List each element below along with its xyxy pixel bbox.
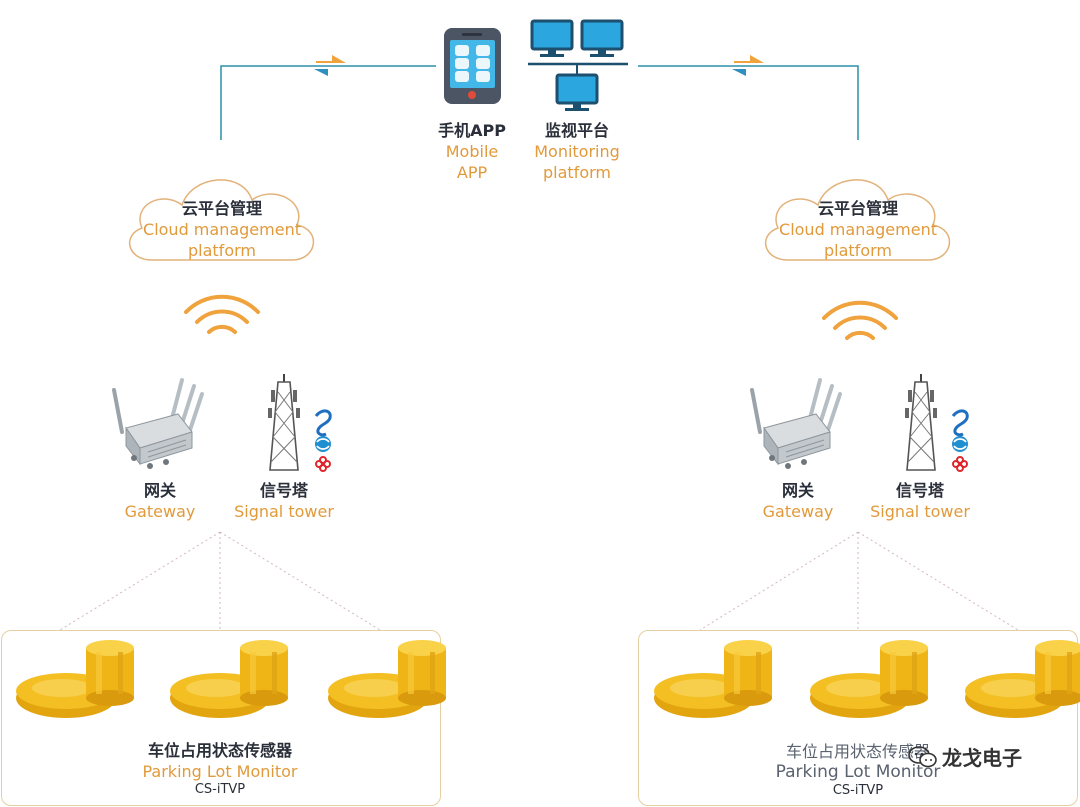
left-sensor-label: 车位占用状态传感器 Parking Lot Monitor CS-iTVP (110, 741, 330, 798)
right-sensor-3-icon (965, 640, 1080, 718)
left-gateway-cn: 网关 (143, 481, 176, 500)
left-cloud-label: 云平台管理 Cloud management platform (132, 199, 312, 261)
right-sensor-cn: 车位占用状态传感器 (785, 742, 930, 761)
left-sensor-model: CS-iTVP (194, 782, 246, 797)
monitoring-network-icon (528, 19, 628, 113)
mobile-phone-icon (444, 28, 501, 104)
right-cloud-cn: 云平台管理 (817, 199, 898, 218)
monitoring-cn: 监视平台 (544, 121, 609, 140)
left-gateway-en: Gateway (124, 502, 196, 521)
right-sensor-1-icon (654, 640, 772, 718)
mobile-app-en-1: Mobile (445, 142, 499, 161)
left-gateway-label: 网关 Gateway (110, 481, 210, 522)
right-sensor-label: 车位占用状态传感器 Parking Lot Monitor CS-iTVP (748, 741, 968, 799)
right-sensor-2-icon (810, 640, 928, 718)
right-cloud-en-2: platform (824, 241, 892, 260)
left-sensor-en: Parking Lot Monitor (142, 762, 298, 781)
right-tower-en: Signal tower (870, 502, 970, 521)
right-cloud-label: 云平台管理 Cloud management platform (768, 199, 948, 261)
left-cloud-en-2: platform (188, 241, 256, 260)
right-cloud-en-1: Cloud management (779, 220, 937, 239)
left-tower-cn: 信号塔 (259, 481, 308, 500)
left-sensor-1-icon (16, 640, 134, 718)
right-sensor-en: Parking Lot Monitor (775, 762, 941, 782)
monitoring-en-1: Monitoring (534, 142, 620, 161)
right-gateway-en: Gateway (762, 502, 834, 521)
right-sync-arrow-icon (732, 55, 764, 76)
left-sensor-2-icon (170, 640, 288, 718)
mobile-app-en-2: APP (456, 163, 488, 182)
left-sensor-3-icon (328, 640, 446, 718)
right-sensor-panel (638, 630, 1078, 806)
right-gateway-label: 网关 Gateway (748, 481, 848, 522)
mobile-app-cn: 手机APP (438, 121, 506, 140)
right-gateway-cn: 网关 (781, 481, 814, 500)
watermark-text: 龙戈电子 (942, 746, 1022, 770)
left-sync-arrow-icon (314, 55, 346, 76)
right-tower-label: 信号塔 Signal tower (862, 481, 978, 522)
watermark: 龙戈电子 (908, 742, 1022, 771)
wechat-logo-icon (908, 745, 937, 767)
monitoring-platform-label: 监视平台 Monitoring platform (522, 121, 632, 183)
left-tower-en: Signal tower (234, 502, 334, 521)
left-cloud-cn: 云平台管理 (181, 199, 262, 218)
monitoring-en-2: platform (543, 163, 611, 182)
right-sensor-model: CS-iTVP (832, 783, 884, 798)
left-tower-label: 信号塔 Signal tower (226, 481, 342, 522)
left-cloud-en-1: Cloud management (143, 220, 301, 239)
left-sensor-cn: 车位占用状态传感器 (147, 741, 292, 760)
mobile-app-label: 手机APP Mobile APP (420, 121, 524, 183)
right-tower-cn: 信号塔 (895, 481, 944, 500)
left-sensor-panel (1, 630, 441, 806)
